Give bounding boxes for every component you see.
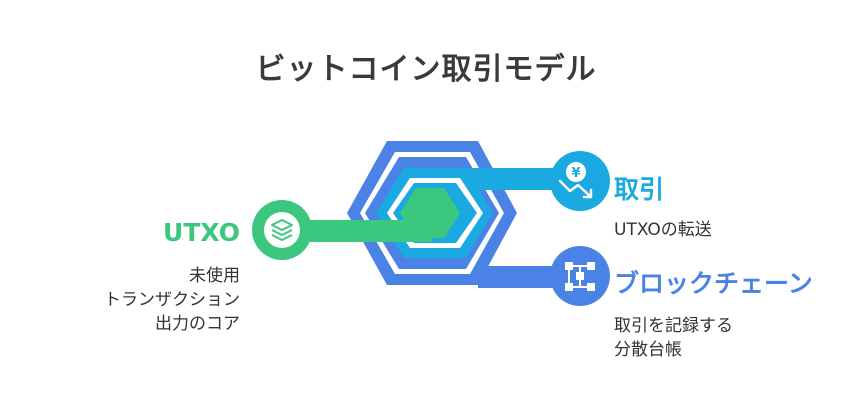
utxo-connector [282,220,432,242]
blockchain-description: 取引を記録する 分散台帳 [614,314,733,362]
transaction-connector [440,168,580,190]
utxo-layer [282,188,460,242]
svg-text:¥: ¥ [571,166,580,181]
blockchain-label: ブロックチェーン [614,269,813,298]
utxo-description-line: トランザクション [104,290,240,310]
blockchain-description-line: 取引を記録する [614,316,733,336]
utxo-node [252,200,312,260]
transaction-label: 取引 [614,175,665,204]
utxo-description-line: 出力のコア [155,314,240,334]
utxo-hexagon [400,188,460,238]
transaction-description-line: UTXOの転送 [614,220,712,240]
transaction-node: ¥ [550,151,610,211]
blockchain-description-line: 分散台帳 [614,340,682,360]
blockchain-node [550,246,610,306]
utxo-description: 未使用 トランザクション 出力のコア [104,264,240,336]
layers-icon [271,219,293,241]
transaction-description: UTXOの転送 [614,218,712,242]
utxo-label: UTXO [163,218,240,247]
yen-down-trend-icon: ¥ [558,162,593,199]
diagram-title: ビットコイン取引モデル [255,52,597,87]
utxo-description-line: 未使用 [189,266,240,286]
block-network-icon [565,262,595,291]
